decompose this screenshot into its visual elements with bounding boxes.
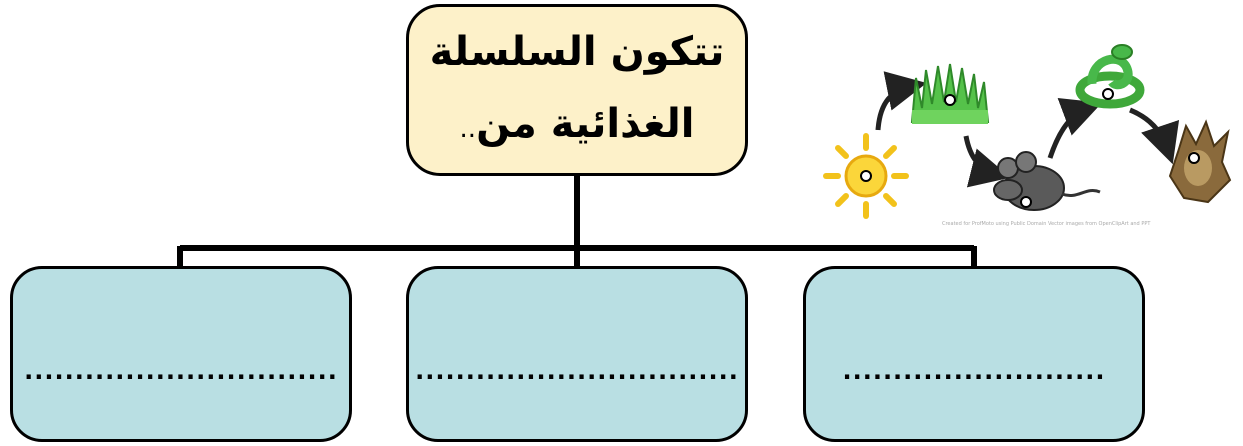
- answer-placeholder-left: ...............................: [24, 357, 338, 385]
- image-credit: Created for ProfMoto using Public Domain…: [942, 221, 1151, 227]
- arrow-snake-to-owl: [1129, 107, 1180, 165]
- title-box: تتكون السلسلة الغذائية من..: [406, 4, 748, 176]
- answer-placeholder-right: ..........................: [842, 357, 1106, 385]
- mouse-icon: [993, 151, 1101, 211]
- grass-icon: [910, 63, 990, 124]
- answer-box-left[interactable]: ...............................: [10, 266, 352, 442]
- food-chain-illustration: [823, 44, 1232, 219]
- sun-icon: [823, 133, 909, 219]
- answer-box-middle[interactable]: ................................: [406, 266, 748, 442]
- title-line-2: الغذائية من..: [460, 88, 695, 165]
- arrow-grass-to-mouse: [963, 135, 1011, 188]
- answer-placeholder-middle: ................................: [415, 357, 739, 385]
- title-line-1: تتكون السلسلة: [429, 28, 725, 75]
- owl-icon: [1168, 119, 1232, 204]
- arrow-sun-to-grass: [875, 71, 927, 131]
- title-dots: ..: [459, 113, 477, 144]
- snake-icon: [1075, 44, 1145, 109]
- answer-box-right[interactable]: ..........................: [803, 266, 1145, 442]
- title-line-2-text: الغذائية من: [476, 100, 695, 147]
- arrow-mouse-to-snake: [1047, 98, 1103, 159]
